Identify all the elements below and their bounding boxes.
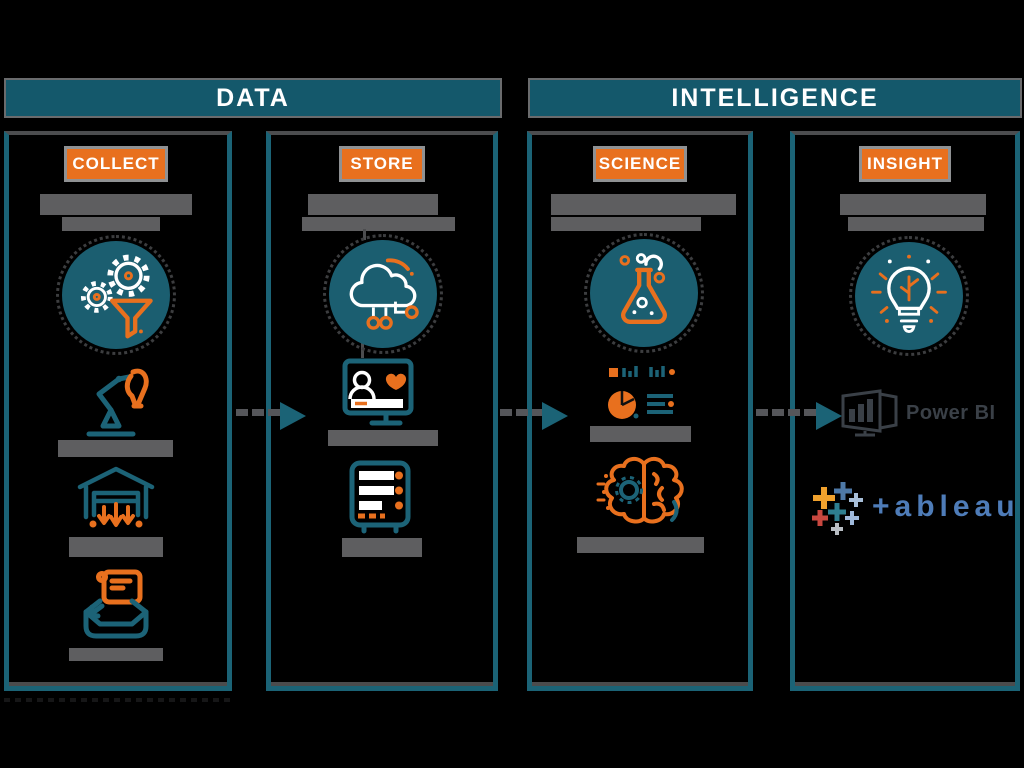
powerbi-logo: Power BI: [838, 388, 996, 438]
powerbi-monitor-icon: [841, 389, 898, 437]
tableau-wordmark: +ableau: [872, 490, 1020, 523]
redacted-caption: [328, 430, 438, 446]
lightbulb-icon: [871, 254, 947, 333]
gears-funnel-icon: [80, 254, 153, 339]
connector-line: [361, 342, 364, 358]
badge-collect-label: COLLECT: [72, 154, 160, 173]
badge-insight: INSIGHT: [859, 146, 951, 182]
redacted-description: [40, 194, 192, 215]
group-header-data: DATA: [4, 78, 502, 118]
redacted-caption: [342, 538, 422, 557]
badge-science: SCIENCE: [593, 146, 687, 182]
group-title-data: DATA: [216, 83, 290, 112]
warehouse-icon: [77, 466, 155, 528]
insight-circle: [849, 236, 969, 356]
monitor-profile-icon: [342, 358, 414, 426]
brain-gear-icon: [596, 457, 684, 524]
tableau-logo: +ableau: [810, 478, 1020, 536]
redacted-caption: [590, 426, 691, 442]
badge-insight-label: INSIGHT: [867, 154, 943, 173]
flow-arrow-line: [236, 409, 282, 416]
science-flask-icon: [619, 253, 667, 324]
badge-collect: COLLECT: [64, 146, 168, 182]
inbox-tray-icon: [83, 569, 149, 639]
redacted-description: [840, 194, 986, 215]
cloud-network-icon: [349, 258, 419, 330]
collect-circle: [56, 235, 176, 355]
flow-arrowhead-icon: [542, 402, 568, 430]
flow-arrowhead-icon: [816, 402, 842, 430]
flow-arrow-line: [756, 409, 818, 416]
tableau-mark-icon: [812, 482, 863, 535]
redacted-description: [302, 217, 455, 231]
flow-arrowhead-icon: [280, 402, 306, 430]
store-circle: [323, 234, 443, 354]
connector-line: [363, 229, 366, 240]
redacted-caption: [577, 537, 704, 553]
science-circle: [584, 233, 704, 353]
redacted-description: [848, 217, 984, 231]
robot-arm-icon: [86, 368, 149, 437]
column-collect: [4, 131, 232, 691]
flow-arrow-line: [500, 409, 544, 416]
redacted-description: [62, 217, 160, 231]
redacted-caption: [69, 648, 163, 661]
redacted-caption: [58, 440, 173, 457]
charts-dashboard-icon: [608, 366, 675, 419]
redacted-caption: [69, 537, 163, 557]
redacted-description: [308, 194, 438, 215]
powerbi-label: Power BI: [906, 401, 996, 424]
badge-store: STORE: [339, 146, 425, 182]
server-rack-icon: [349, 460, 411, 534]
group-title-intelligence: INTELLIGENCE: [671, 83, 879, 112]
badge-science-label: SCIENCE: [598, 154, 682, 173]
redacted-description: [551, 217, 701, 231]
redacted-description: [551, 194, 736, 215]
badge-store-label: STORE: [350, 154, 414, 173]
group-header-intelligence: INTELLIGENCE: [528, 78, 1022, 118]
faint-dotted-line: [4, 698, 232, 702]
